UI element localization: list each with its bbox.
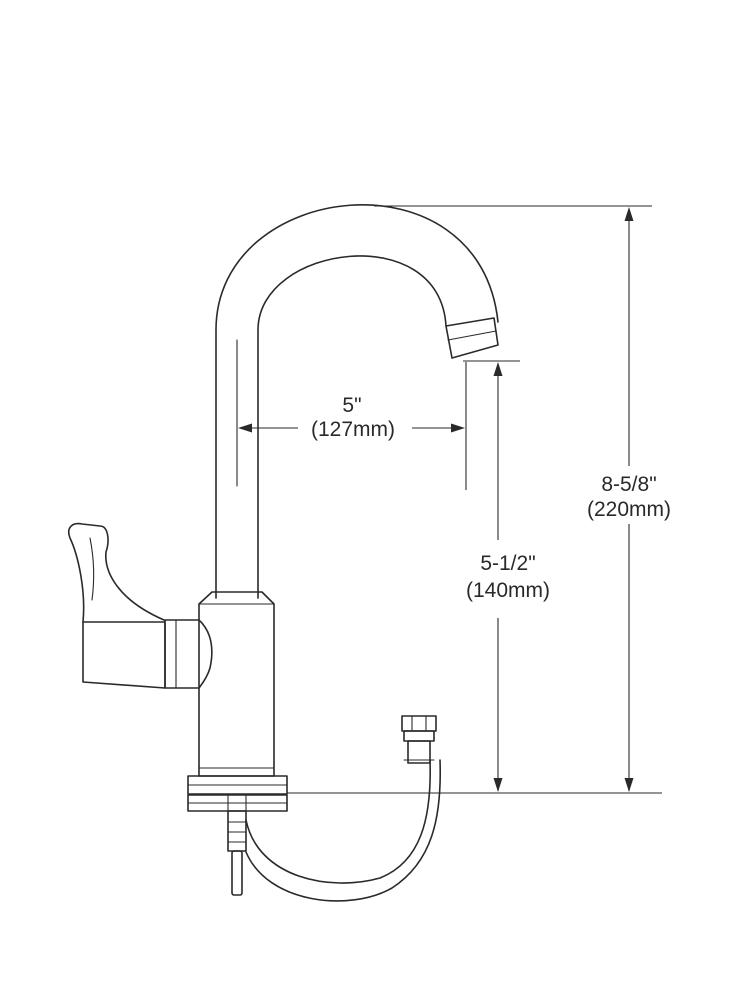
arrowhead: [493, 362, 503, 376]
overall-height-imperial-label: 8-5/8": [601, 473, 656, 496]
arrowhead: [624, 778, 634, 792]
arrowhead: [451, 423, 465, 433]
mounting-shank: [227, 810, 247, 896]
supply-hose: [245, 715, 442, 902]
arrowhead: [624, 207, 634, 221]
spout-height-dimension: 5-1/2" (140mm): [466, 362, 550, 792]
faucet-body: [198, 591, 275, 777]
gooseneck-spout: [215, 204, 499, 599]
arrowhead: [493, 778, 503, 792]
spout-reach-metric-label: (127mm): [311, 418, 395, 441]
overall-height-metric-label: (220mm): [587, 498, 671, 521]
faucet: [67, 204, 499, 902]
spout-height-imperial-label: 5-1/2": [480, 552, 535, 575]
spout-height-metric-label: (140mm): [466, 579, 550, 602]
aerator: [445, 317, 499, 359]
arrowhead: [238, 423, 252, 433]
spout-reach-dimension: 5" (127mm): [238, 394, 465, 441]
overall-height-dimension: 8-5/8" (220mm): [587, 207, 671, 792]
lever-handle: [67, 522, 213, 689]
base-escutcheon: [187, 775, 288, 812]
spout-reach-imperial-label: 5": [342, 394, 361, 417]
dimension-lines: 5" (127mm) 5-1/2" (140mm) 8-5/8" (220mm): [238, 205, 671, 794]
